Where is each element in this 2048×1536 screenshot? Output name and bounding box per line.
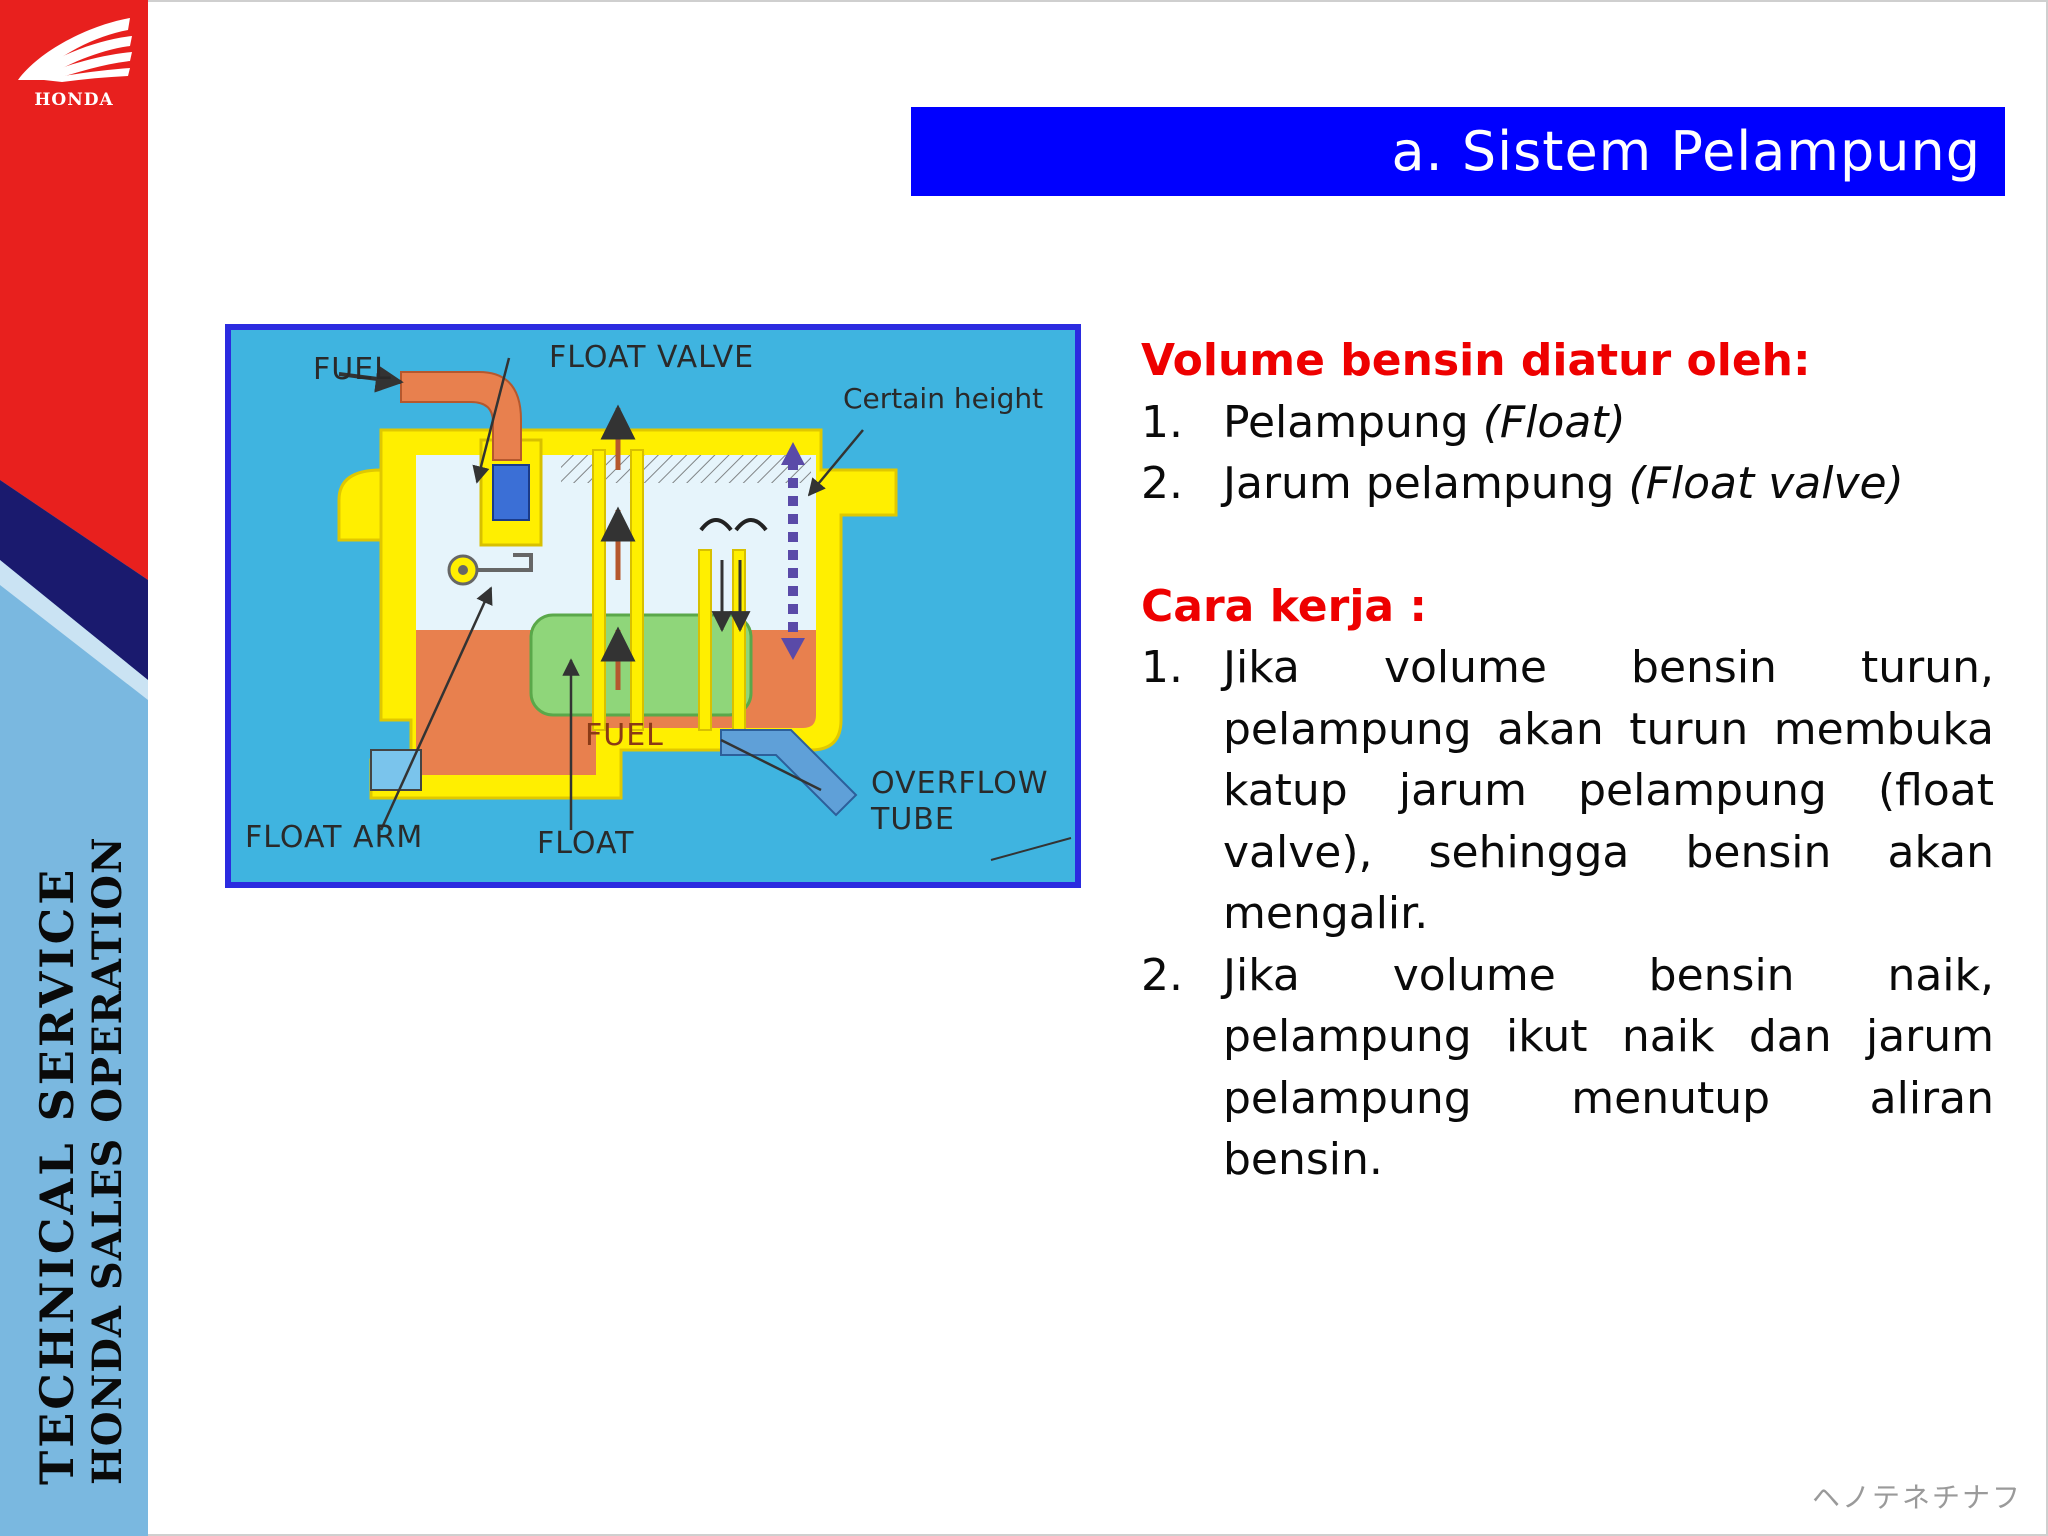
label-fuel-inlet: FUEL: [313, 352, 392, 387]
sidebar-line-sales-operation: HONDA SALES OPERATION: [84, 836, 131, 1485]
carburetor-float-diagram: FUEL FLOAT VALVE Certain height FUEL OVE…: [225, 324, 1081, 888]
sidebar-banner: HONDA TECHNICAL SERVICE HONDA SALES OPER…: [0, 0, 148, 1536]
list-text: Pelampung: [1223, 396, 1483, 448]
list-number: 1.: [1141, 396, 1183, 448]
content-panel: Volume bensin diatur oleh: 1. Pelampung …: [1141, 330, 1994, 1191]
label-overflow: OVERFLOW: [871, 766, 1049, 801]
label-float-valve: FLOAT VALVE: [549, 340, 755, 375]
steps-list: 1. Jika volume bensin turun, pelampung a…: [1141, 637, 1994, 1191]
sidebar-line-technical-service: TECHNICAL SERVICE: [30, 866, 84, 1485]
label-float: FLOAT: [537, 826, 635, 861]
list-number: 2.: [1141, 458, 1183, 509]
step-text: Jika volume bensin turun, pelampung akan…: [1223, 642, 1994, 939]
list-item: 1. Jika volume bensin turun, pelampung a…: [1141, 637, 1994, 945]
list-item: 2. Jika volume bensin naik, pelampung ik…: [1141, 945, 1994, 1191]
label-tube: TUBE: [871, 802, 955, 837]
list-italic: (Float valve): [1628, 458, 1904, 509]
label-fuel-level: FUEL: [585, 718, 664, 753]
label-float-arm: FLOAT ARM: [245, 820, 424, 855]
honda-wing-logo-icon: [18, 18, 132, 82]
diagram-graphic: [337, 357, 1072, 861]
watermark: ヘノテネチナフ: [1811, 1481, 2022, 1514]
list-item: 1. Pelampung (Float): [1141, 392, 1994, 454]
page-title: a. Sistem Pelampung: [1391, 120, 1981, 183]
step-text: Jika volume bensin naik, pelampung ikut …: [1223, 949, 1994, 1186]
sidebar-graphic: [0, 0, 148, 1536]
list-number: 2.: [1141, 949, 1183, 1001]
list-italic: (Float): [1482, 396, 1626, 448]
list-text: Jarum pelampung: [1223, 458, 1629, 509]
heading-regulated-by: Volume bensin diatur oleh:: [1141, 335, 1811, 386]
brand-name: HONDA: [34, 90, 114, 110]
list-item: 2. Jarum pelampung (Float valve): [1141, 453, 1994, 515]
label-certain-height: Certain height: [843, 382, 1044, 415]
parts-list: 1. Pelampung (Float) 2. Jarum pelampung …: [1141, 392, 1994, 515]
title-bar: a. Sistem Pelampung: [911, 107, 2005, 196]
list-number: 1.: [1141, 642, 1183, 693]
heading-how-it-works: Cara kerja :: [1141, 580, 1427, 632]
